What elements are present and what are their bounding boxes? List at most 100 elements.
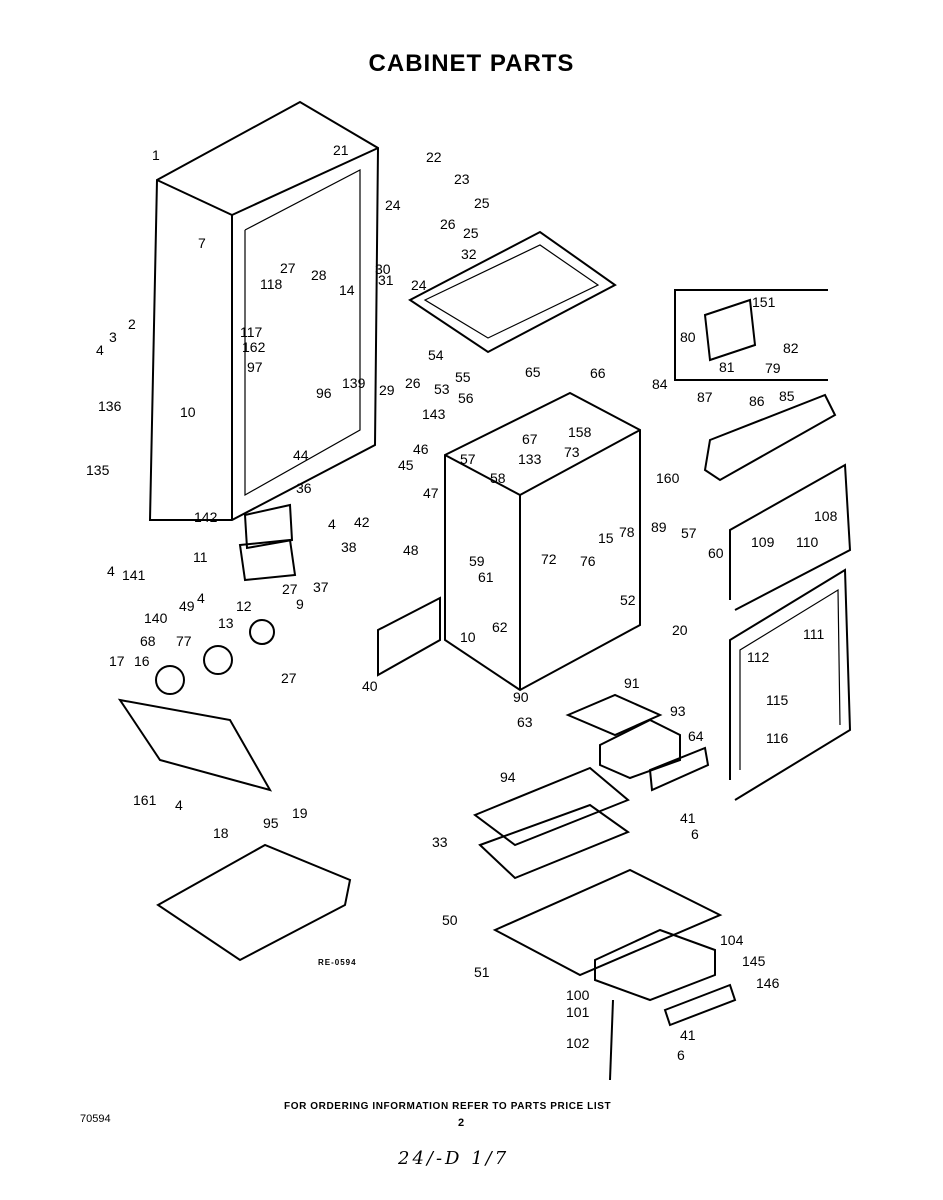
condenser-fan-assembly (117, 503, 297, 792)
part-label-61: 61 (478, 569, 494, 585)
part-label-67: 67 (522, 431, 538, 447)
part-label-111: 111 (803, 626, 824, 642)
part-label-51: 51 (474, 964, 490, 980)
part-label-36: 36 (296, 480, 312, 496)
part-label-57: 57 (460, 451, 476, 467)
part-label-38: 38 (341, 539, 357, 555)
part-label-44: 44 (293, 447, 309, 463)
part-label-53: 53 (434, 381, 450, 397)
part-label-25: 25 (463, 225, 479, 241)
part-label-26: 26 (405, 375, 421, 391)
part-label-109: 109 (751, 534, 775, 550)
part-label-76: 76 (580, 553, 596, 569)
part-label-84: 84 (652, 376, 668, 392)
part-label-89: 89 (651, 519, 667, 535)
part-label-50: 50 (442, 912, 458, 928)
part-label-151: 151 (752, 294, 776, 310)
part-label-116: 116 (766, 730, 789, 746)
drain-pan (156, 843, 352, 962)
document-number: 70594 (80, 1113, 111, 1125)
part-label-29: 29 (379, 382, 395, 398)
part-label-54: 54 (428, 347, 444, 363)
part-label-73: 73 (564, 444, 580, 460)
part-label-28: 28 (311, 267, 327, 283)
part-label-81: 81 (719, 359, 735, 375)
part-label-4: 4 (107, 563, 115, 579)
part-label-14: 14 (339, 282, 355, 298)
part-label-108: 108 (814, 508, 838, 524)
part-label-6: 6 (691, 826, 699, 842)
part-label-115: 115 (766, 692, 789, 708)
drawing-code: RE-0594 (318, 958, 357, 967)
part-label-9: 9 (296, 596, 304, 612)
part-label-23: 23 (454, 171, 470, 187)
part-label-78: 78 (619, 524, 635, 540)
part-label-162: 162 (242, 339, 266, 355)
part-label-25: 25 (474, 195, 490, 211)
part-label-117: 117 (240, 324, 263, 340)
part-label-100: 100 (566, 987, 590, 1003)
part-label-52: 52 (620, 592, 636, 608)
part-label-18: 18 (213, 825, 229, 841)
part-label-11: 11 (193, 549, 208, 565)
part-label-161: 161 (133, 792, 157, 808)
part-label-20: 20 (672, 622, 688, 638)
part-label-112: 112 (747, 649, 770, 665)
cabinet-shell (148, 100, 380, 521)
part-label-27: 27 (282, 581, 298, 597)
liner (444, 391, 641, 692)
part-label-10: 10 (180, 404, 196, 420)
part-label-160: 160 (656, 470, 680, 486)
part-label-95: 95 (263, 815, 279, 831)
control-panel-inset (674, 289, 828, 381)
part-label-27: 27 (281, 670, 297, 686)
part-label-68: 68 (140, 633, 156, 649)
part-label-45: 45 (398, 457, 414, 473)
part-label-7: 7 (198, 235, 206, 251)
drip-tray (408, 230, 617, 354)
part-label-16: 16 (134, 653, 150, 669)
part-label-62: 62 (492, 619, 508, 635)
part-label-86: 86 (749, 393, 765, 409)
part-label-40: 40 (362, 678, 378, 694)
part-label-17: 17 (109, 653, 125, 669)
part-label-48: 48 (403, 542, 419, 558)
part-label-13: 13 (218, 615, 234, 631)
part-label-65: 65 (525, 364, 541, 380)
part-label-33: 33 (432, 834, 448, 850)
door-gaskets (729, 463, 852, 801)
part-label-140: 140 (144, 610, 168, 626)
part-label-58: 58 (490, 470, 506, 486)
part-label-104: 104 (720, 932, 744, 948)
part-label-55: 55 (455, 369, 471, 385)
part-label-10: 10 (460, 629, 476, 645)
part-label-59: 59 (469, 553, 485, 569)
part-label-85: 85 (779, 388, 795, 404)
part-label-4: 4 (328, 516, 336, 532)
part-label-19: 19 (292, 805, 308, 821)
part-label-118: 118 (260, 276, 283, 292)
shelves (472, 693, 710, 880)
part-label-21: 21 (333, 142, 349, 158)
part-label-32: 32 (461, 246, 477, 262)
part-label-80: 80 (680, 329, 696, 345)
ordering-note: FOR ORDERING INFORMATION REFER TO PARTS … (284, 1101, 612, 1112)
part-label-22: 22 (426, 149, 442, 165)
part-label-66: 66 (590, 365, 606, 381)
part-label-4: 4 (96, 342, 104, 358)
part-label-145: 145 (742, 953, 766, 969)
part-label-56: 56 (458, 390, 474, 406)
part-label-49: 49 (179, 598, 195, 614)
control-housing (703, 393, 837, 482)
part-label-142: 142 (194, 509, 218, 525)
part-label-136: 136 (98, 398, 122, 414)
part-label-97: 97 (247, 359, 263, 375)
crisper-and-cover (492, 868, 737, 1081)
part-label-91: 91 (624, 675, 640, 691)
part-label-87: 87 (697, 389, 713, 405)
part-label-133: 133 (518, 451, 542, 467)
part-label-31: 31 (378, 272, 394, 288)
part-label-139: 139 (342, 375, 366, 391)
part-label-146: 146 (756, 975, 780, 991)
